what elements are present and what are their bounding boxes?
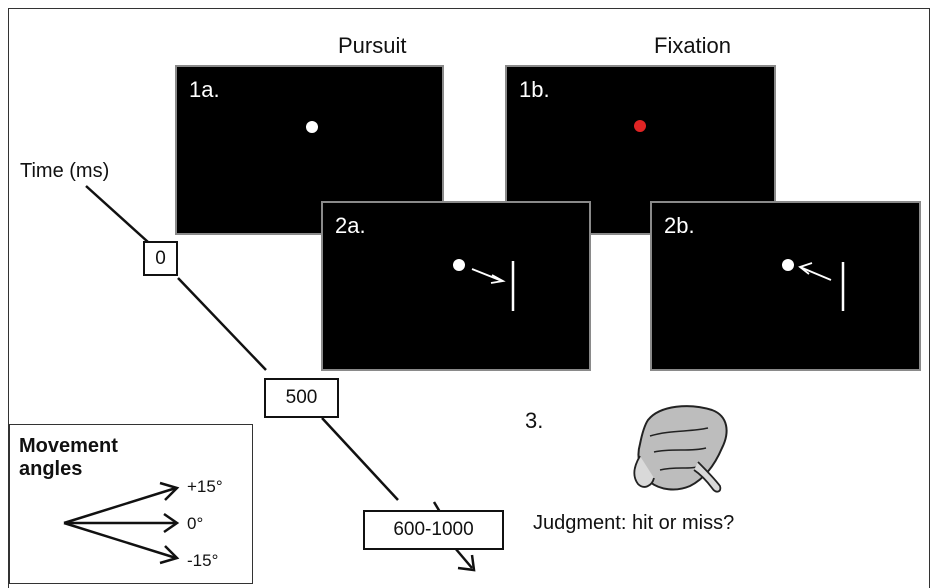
screen-2b-label: 2b. (664, 213, 695, 238)
motion-arrow-head (490, 274, 506, 284)
arrow-0-head (163, 512, 180, 534)
angle-label-minus-15: -15° (187, 551, 219, 570)
angle-label-0: 0° (187, 514, 204, 533)
screen-1b-graphic (634, 120, 646, 132)
arrow-minus-15 (63, 521, 177, 560)
time-mark-0: 0 (143, 241, 178, 276)
judgment-prompt: Judgment: hit or miss? (533, 512, 735, 534)
arrow-minus-15-head (159, 545, 180, 565)
motion-arrow-head (798, 262, 813, 275)
screen-1a-label: 1a. (189, 77, 220, 102)
screen-2a-label: 2a. (335, 213, 366, 238)
timeline-line-end (454, 547, 473, 569)
target-dot (453, 259, 465, 271)
figure-frame (8, 8, 930, 588)
timeline-line-segment-1 (85, 185, 149, 243)
pursuit-column-label: Pursuit (338, 33, 407, 58)
angle-label-plus-15: +15° (187, 477, 223, 496)
time-mark-600-1000: 600-1000 (363, 510, 504, 550)
step-3-label: 3. (525, 408, 544, 433)
timeline-line-segment-3 (321, 417, 399, 501)
timeline-line-segment-2 (177, 277, 267, 371)
screen-2b-graphic (782, 259, 845, 311)
timeline-arrowhead (457, 554, 476, 572)
fixation-column-label: Fixation (654, 33, 732, 58)
screen-1a-graphic (306, 121, 318, 133)
arrow-plus-15 (63, 486, 177, 525)
screen-2a: 2a. (321, 201, 591, 371)
movement-angles-legend: Movement angles +15° 0° -15° (9, 424, 253, 584)
screen-1b-label: 1b. (519, 77, 550, 102)
target-dot (306, 121, 318, 133)
arrow-plus-15-head (159, 481, 180, 501)
legend-title: Movement angles (19, 435, 118, 480)
time-mark-500: 500 (264, 378, 339, 418)
fixation-dot (634, 120, 646, 132)
target-dot (782, 259, 794, 271)
screen-2b: 2b. (650, 201, 921, 371)
screen-2a-graphic (453, 259, 515, 311)
motion-arrow-shaft (799, 266, 832, 281)
angle-arrows (63, 481, 180, 565)
motion-arrow-shaft (471, 268, 503, 282)
timeline-axis-label: Time (ms) (20, 160, 110, 182)
